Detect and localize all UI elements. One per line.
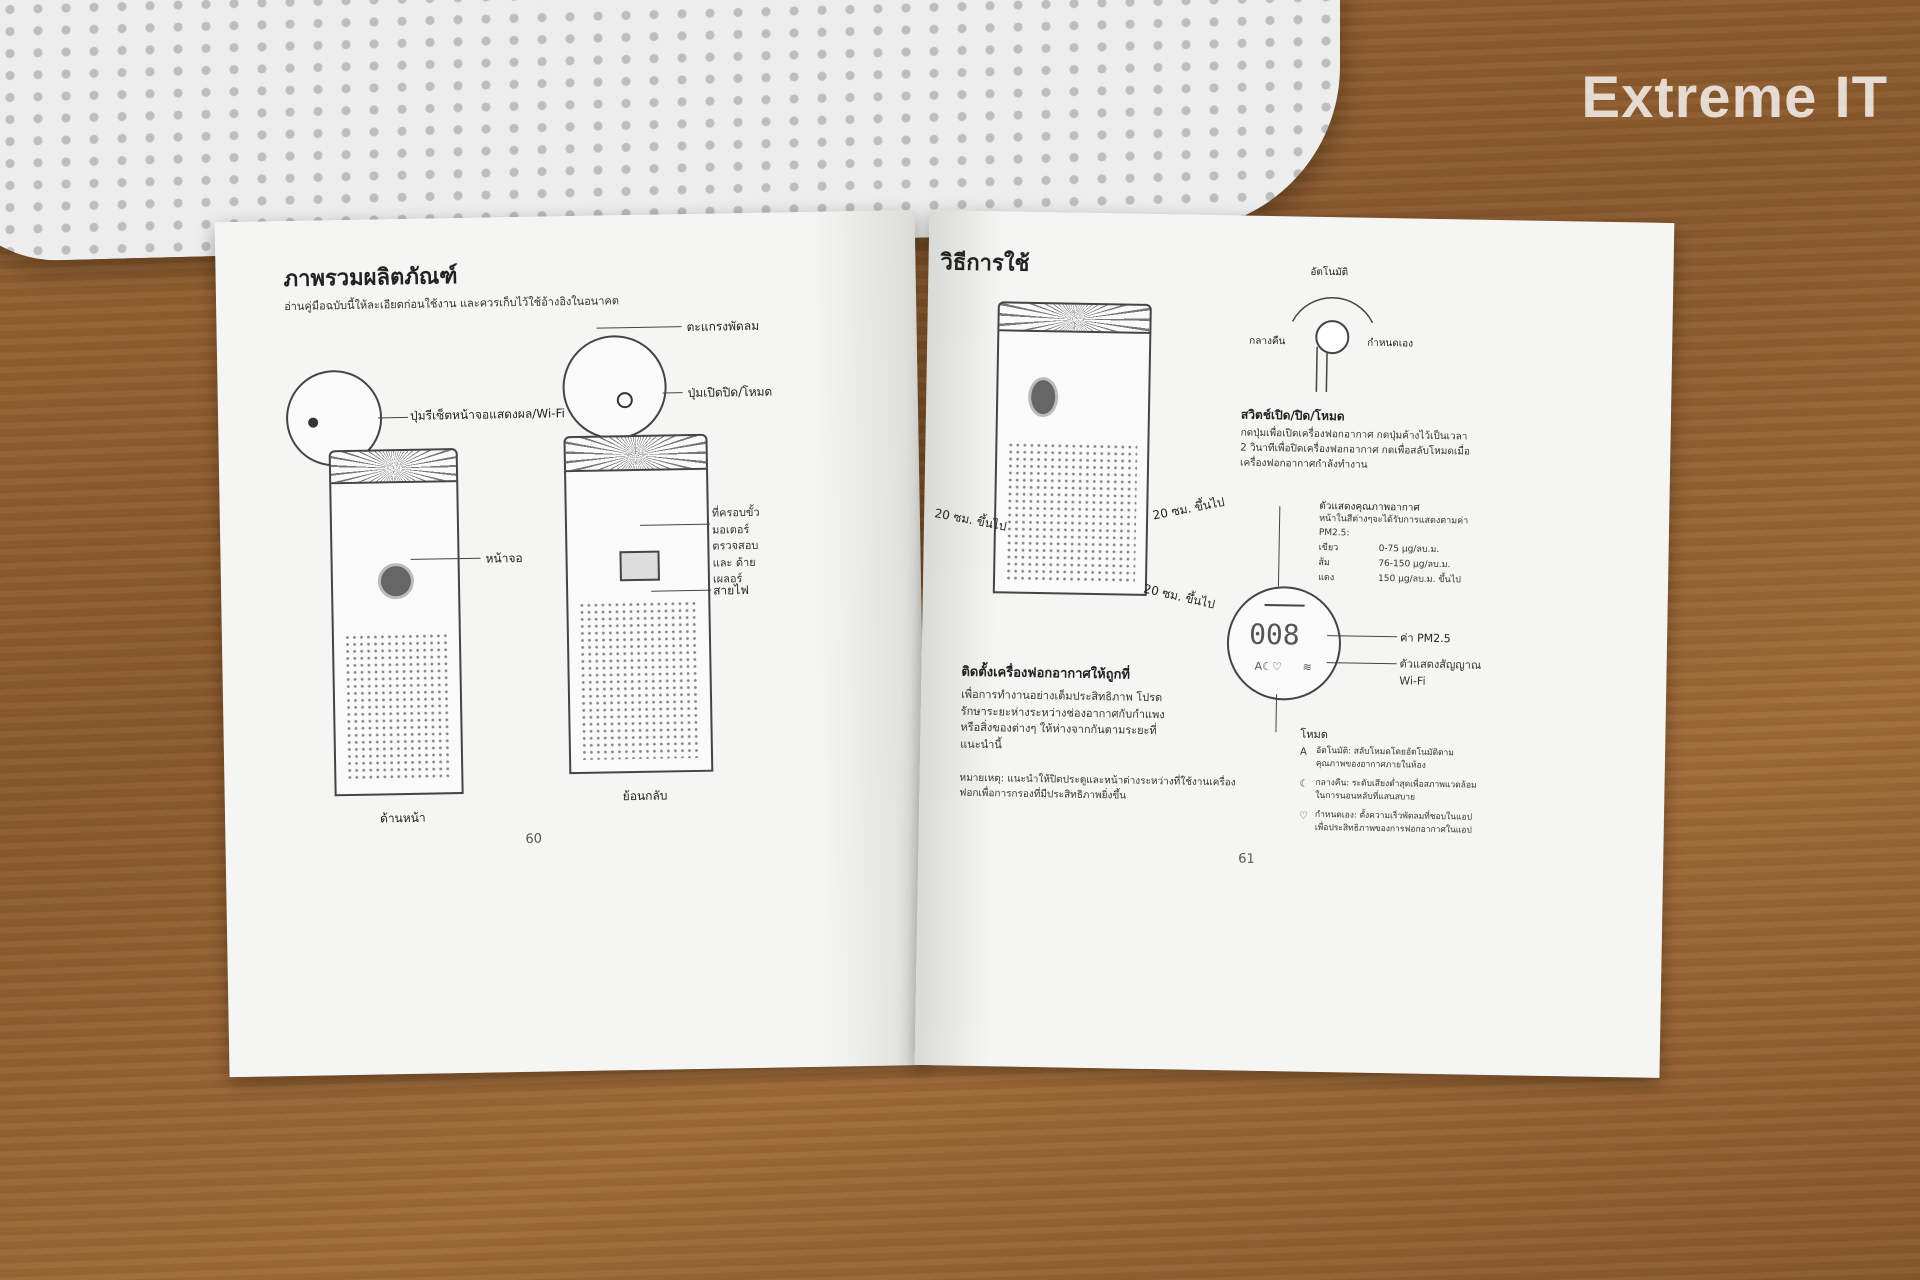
aq-description: หน้าในสีต่างๆจะได้รับการแสดงตามค่า PM2.5… (1318, 513, 1469, 538)
mode-icon-auto: A (1299, 746, 1307, 758)
aq-level-orange-name: ส้ม (1318, 557, 1330, 569)
dial-label-custom: กำหนดเอง (1367, 337, 1414, 350)
page-number-right: 61 (1238, 851, 1255, 867)
back-panel-drawing (619, 550, 660, 582)
label-fan-grille: ตะแกรงพัดลม (686, 318, 760, 335)
dial-label-auto: อัตโนมัติ (1310, 266, 1349, 279)
label-pm25: ค่า PM2.5 (1399, 631, 1451, 646)
page-title: ภาพรวมผลิตภัณฑ์ (283, 264, 458, 293)
aq-level-red-name: แดง (1318, 572, 1335, 584)
leader-line (1277, 506, 1281, 587)
watermark-logo: Extreme IT (1581, 65, 1888, 130)
placement-title: ติดตั้งเครื่องฟอกอากาศให้ถูกที่ (961, 664, 1131, 683)
label-display: หน้าจอ (485, 550, 523, 566)
mode-icon-custom: ♡ (1298, 810, 1309, 822)
label-power-mode: ปุ่มเปิดปิด/โหมด (687, 384, 773, 401)
iso-grille (1004, 441, 1138, 584)
label-power-cord: สายไฟ (713, 583, 749, 598)
page-left: ภาพรวมผลิตภัณฑ์ อ่านคู่มือฉบับนี้ให้ละเอ… (214, 210, 930, 1078)
placement-description: เพื่อการทำงานอย่างเต็มประสิทธิภาพ โปรดรั… (960, 687, 1165, 751)
caption-back: ย้อนกลับ (622, 788, 668, 804)
mode-icon-night: ☾ (1299, 778, 1309, 790)
aq-level-green-name: เขียว (1318, 542, 1339, 554)
power-button-icon (616, 392, 633, 409)
mode-desc-custom: กำหนดเอง: ตั้งความเร็วพัดลมที่ชอบในแอปเพ… (1314, 809, 1473, 836)
mode-dial-illustration (1291, 296, 1374, 393)
leader-line (378, 416, 409, 419)
mode-title: โหมด (1300, 727, 1329, 742)
switch-description: กดปุ่มเพื่อเปิดเครื่องฟอกอากาศ กดปุ่มค้า… (1239, 427, 1471, 471)
purifier-back-illustration (564, 467, 714, 775)
wifi-icon: ≋ (1302, 660, 1312, 674)
zoom-detail-power (561, 334, 668, 441)
label-wifi-reset: ปุ่มรีเซ็ตหน้าจอแสดงผล/Wi-Fi (409, 406, 566, 423)
display-screen-drawing (1027, 376, 1059, 418)
note-text: หมายเหตุ: แนะนำให้ปิดประตูและหน้าต่างระห… (959, 772, 1236, 802)
clearance-bottom: 20 ซม. ขึ้นไป (1142, 581, 1217, 612)
dial-label-night: กลางคืน (1249, 335, 1286, 348)
display-closeup: 008 A☾♡ ≋ (1225, 585, 1342, 702)
caption-front: ด้านหน้า (379, 810, 426, 826)
switch-title: สวิตช์เปิด/ปิด/โหมด (1240, 407, 1345, 424)
mode-desc-night: กลางคืน: ระดับเสียงต่ำสุดเพื่อสภาพแวดล้อ… (1315, 777, 1477, 803)
purifier-front-illustration (329, 480, 464, 797)
pm25-readout: 008 (1248, 617, 1300, 652)
aq-level-orange-range: 76-150 μg/ลบ.ม. (1378, 558, 1451, 571)
page-subtitle: อ่านคู่มือฉบับนี้ให้ละเอียดก่อนใช้งาน แล… (284, 294, 620, 314)
label-side-note: ที่ครอบขั้วมอเตอร์ ตรวจสอบและ ด้ายเผลอร์ (711, 505, 760, 586)
reset-button-icon (308, 417, 319, 428)
aq-indicator-bar (1264, 603, 1305, 607)
page-right: วิธีการใช้ 20 ซม. ขึ้นไป 20 ซม. ขึ้นไป 2… (914, 210, 1675, 1078)
display-screen-drawing (377, 562, 415, 600)
front-grille (343, 632, 452, 783)
mode-icons: A☾♡ (1254, 659, 1282, 674)
leader-line (596, 326, 682, 329)
mode-desc-auto: อัตโนมัติ: สลับโหมดโดยอัตโนมัติตามคุณภาพ… (1315, 745, 1455, 771)
back-grille (578, 599, 702, 760)
leader-line (1275, 694, 1278, 733)
label-wifi: ตัวแสดงสัญญาณ Wi-Fi (1399, 657, 1482, 688)
page-title: วิธีการใช้ (940, 250, 1030, 277)
instruction-booklet: ภาพรวมผลิตภัณฑ์ อ่านคู่มือฉบับนี้ให้ละเอ… (214, 210, 1675, 1078)
leader-line (662, 392, 683, 394)
purifier-iso-illustration (992, 329, 1152, 596)
leader-line (1326, 662, 1397, 665)
clearance-right: 20 ซม. ขึ้นไป (1151, 494, 1226, 523)
aq-level-red-range: 150 μg/ลบ.ม. ขึ้นไป (1378, 573, 1461, 586)
aq-level-green-range: 0-75 μg/ลบ.ม. (1378, 543, 1440, 556)
page-number-left: 60 (525, 831, 543, 847)
